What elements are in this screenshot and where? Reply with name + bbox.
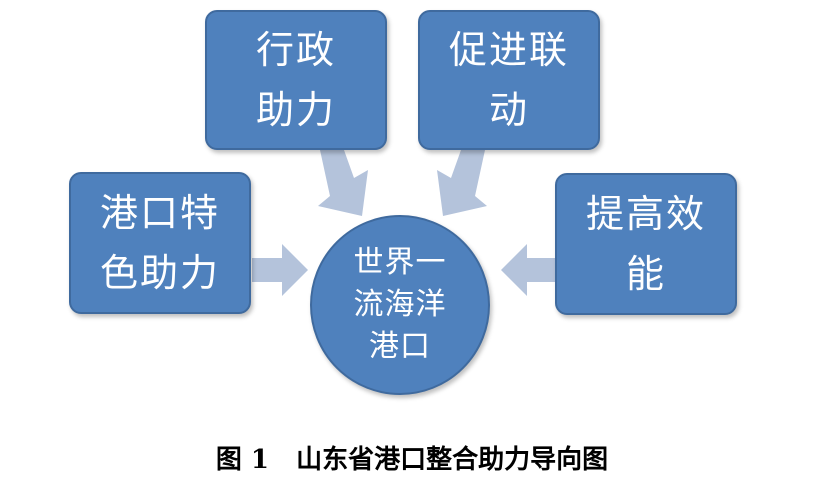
arrow-port-features-to-center: [252, 240, 312, 300]
arrow-linkage-to-center: [425, 150, 505, 220]
arrow-admin-to-center: [300, 150, 380, 220]
node-admin-support: 行政 助力: [205, 10, 387, 150]
arrow-efficiency-to-center: [497, 240, 557, 300]
figure-caption: 图 1 山东省港口整合助力导向图: [215, 445, 609, 475]
node-improve-efficiency: 提高效 能: [555, 173, 737, 315]
center-node-label: 世界一 流海洋 港口: [353, 245, 447, 364]
node-admin-support-label: 行政 助力: [255, 28, 336, 132]
node-port-features: 港口特 色助力: [69, 172, 251, 314]
guide-diagram: 行政 助力 促进联 动 港口特 色助力 提高效 能 世界一 流海洋 港口: [69, 10, 737, 395]
node-improve-efficiency-label: 提高效 能: [585, 192, 706, 296]
center-node-world-class-port: 世界一 流海洋 港口: [310, 215, 490, 395]
node-promote-linkage: 促进联 动: [418, 10, 600, 150]
node-promote-linkage-label: 促进联 动: [448, 28, 569, 132]
node-port-features-label: 港口特 色助力: [99, 191, 220, 295]
